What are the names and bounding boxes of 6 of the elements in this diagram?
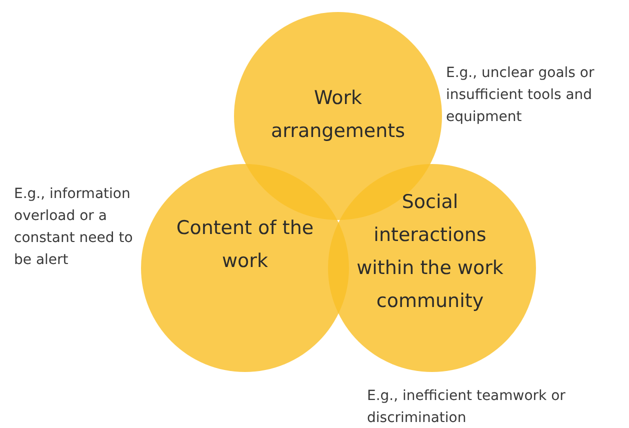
example-note: E.g., unclear goals or insufficient tools and equipment (446, 64, 596, 127)
circle-label: Work arrangements (270, 86, 406, 144)
example-note: E.g., information overload or a constant need to be alert (14, 185, 134, 270)
circle-label: Content of the work (175, 216, 315, 274)
circle-label: Social interactions within the work community (356, 190, 504, 314)
example-note: E.g., inefficient teamwork or discrimination (367, 387, 566, 428)
